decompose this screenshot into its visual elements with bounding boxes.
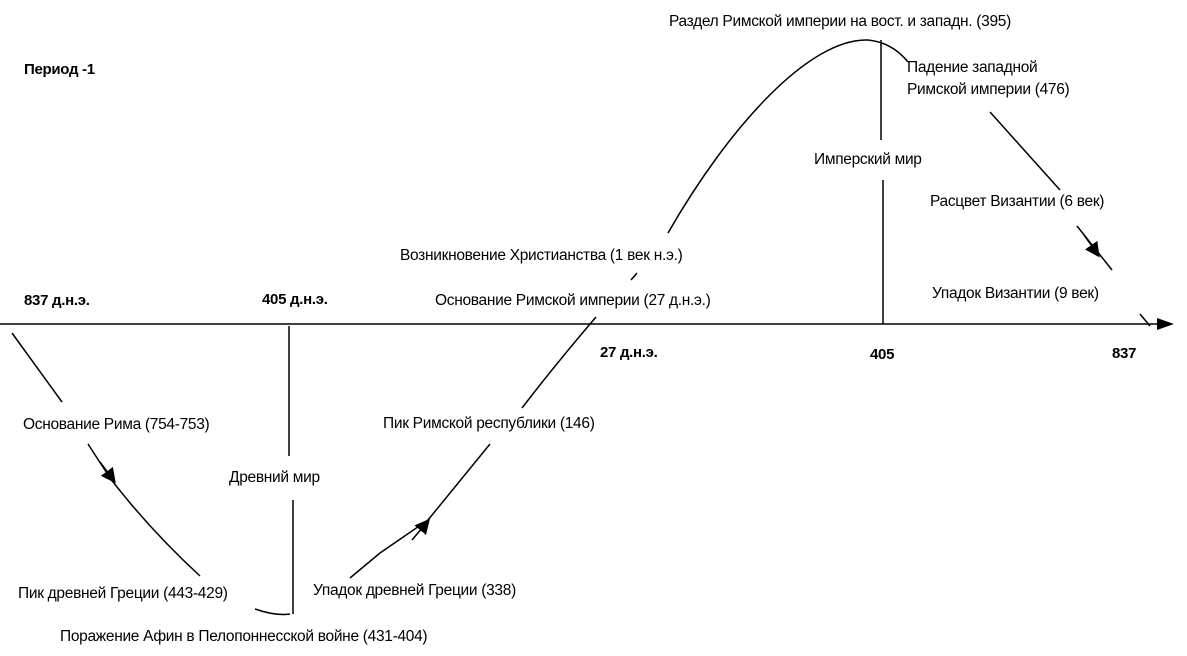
axis-tick-label: 405 bbox=[870, 346, 895, 363]
curve-segment-byzantium bbox=[1076, 225, 1113, 271]
era-label-imperial: Имперский мир bbox=[814, 151, 922, 168]
curve-segment-descent bbox=[87, 443, 201, 577]
event-label: Основание Римской империи (27 д.н.э.) bbox=[435, 292, 711, 309]
era-label-ancient: Древний мир bbox=[229, 469, 320, 486]
period-label: Период -1 bbox=[24, 61, 95, 78]
event-label: Поражение Афин в Пелопоннесской войне (4… bbox=[60, 628, 428, 645]
curve-segment-republic bbox=[521, 316, 597, 409]
event-label: Римской империи (476) bbox=[907, 81, 1070, 98]
event-label: Возникновение Христианства (1 век н.э.) bbox=[400, 247, 683, 264]
axis-tick-label: 405 д.н.э. bbox=[262, 291, 328, 308]
curve-arrow-descent-icon bbox=[99, 461, 116, 484]
event-label: Упадок Византии (9 век) bbox=[932, 285, 1099, 302]
curve-segment-rise bbox=[349, 443, 491, 579]
curve-segment-peak bbox=[667, 39, 909, 234]
curve-segment-west-fall bbox=[989, 111, 1061, 191]
curve-segment-christianity bbox=[630, 272, 638, 281]
curve-segment-rome-founding bbox=[11, 332, 63, 403]
axis-tick-label: 27 д.н.э. bbox=[600, 344, 658, 361]
event-label: Основание Рима (754-753) bbox=[23, 416, 210, 433]
curve-segment-end bbox=[1139, 313, 1151, 327]
time-axis-arrow-icon bbox=[1157, 318, 1174, 330]
curve-arrow-byzantium-icon bbox=[1083, 234, 1100, 258]
event-label: Упадок древней Греции (338) bbox=[313, 582, 516, 599]
curve-segment-trough bbox=[254, 608, 291, 616]
event-label: Расцвет Византии (6 век) bbox=[930, 193, 1105, 210]
axis-tick-label: 837 bbox=[1112, 345, 1137, 362]
event-label: Пик древней Греции (443-429) bbox=[18, 585, 228, 602]
event-label: Падение западной bbox=[907, 59, 1038, 76]
event-label: Пик Римской республики (146) bbox=[383, 415, 595, 432]
curve-arrow-rise-icon bbox=[411, 518, 430, 541]
event-label: Раздел Римской империи на вост. и западн… bbox=[669, 13, 1011, 30]
axis-tick-label: 837 д.н.э. bbox=[24, 292, 90, 309]
